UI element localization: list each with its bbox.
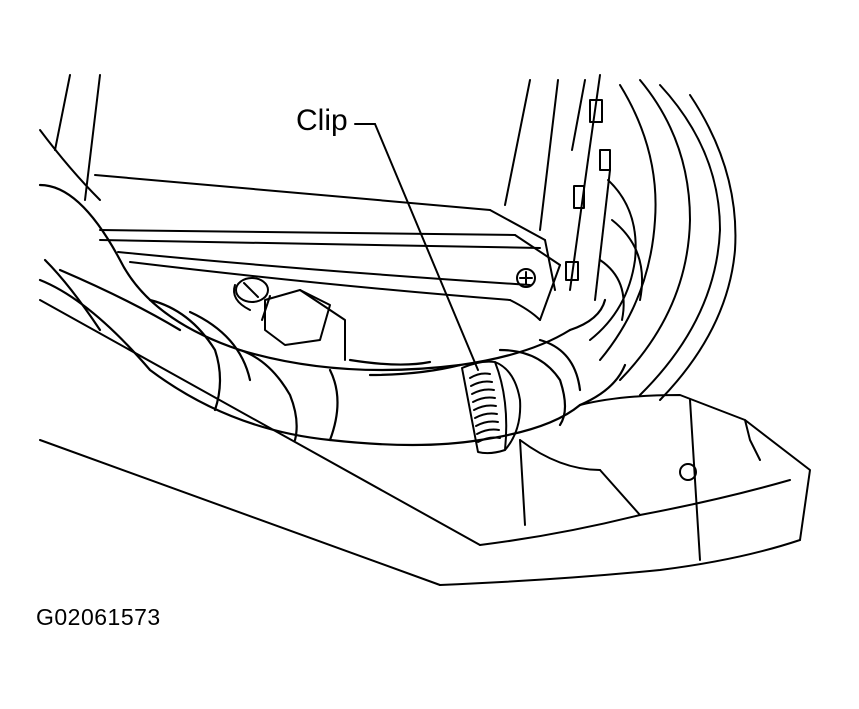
screw-icon [516, 268, 536, 288]
module-connectors [565, 74, 611, 301]
wire-bundle-right [589, 79, 737, 401]
control-module-box [39, 74, 561, 321]
clip-callout-label: Clip [296, 104, 348, 137]
figure-id: G02061573 [36, 604, 161, 630]
callout-leader [354, 123, 479, 371]
mounting-hole-icon [679, 463, 697, 481]
clip [461, 360, 522, 455]
wiring-harness [38, 183, 627, 447]
harness-connector [233, 277, 346, 361]
body-panel [39, 299, 811, 586]
